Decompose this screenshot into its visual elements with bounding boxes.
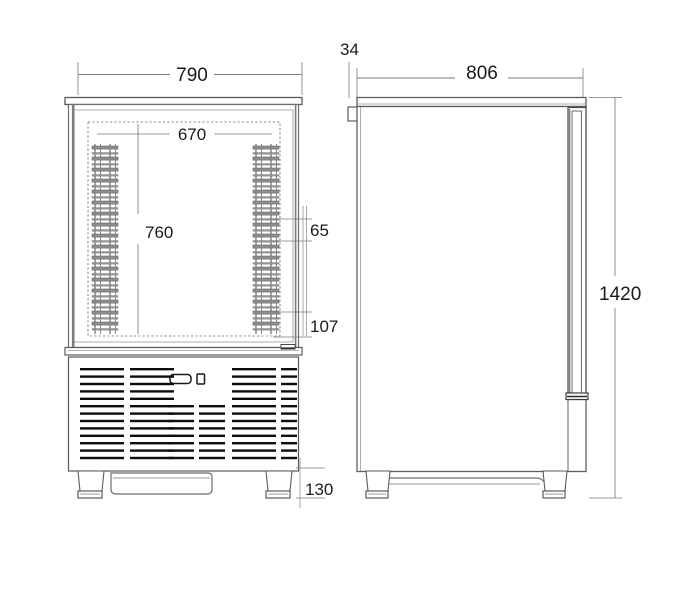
door-handle-front [280,344,296,350]
dimension-130: 130 [296,458,333,508]
dimension-670-label: 670 [178,125,206,144]
dimension-790-label: 790 [176,65,208,86]
adjustable-leg-right-front [265,470,293,499]
dimension-1420-label: 1420 [599,284,641,305]
louver-group-right-inner [232,368,276,460]
louver-group-left-inner [130,368,174,460]
adjustable-leg-right-side [542,470,568,499]
dimension-760: 760 [137,124,173,334]
dimension-34-label: 34 [340,40,359,59]
top-cap [356,96,587,108]
dimension-107: 107 [273,311,338,338]
louver-group-centre-b [199,405,225,460]
drip-tray [110,472,213,495]
shelf-rail-left [91,144,119,334]
louver-group-left-outer [80,368,124,460]
dimension-130-label: 130 [305,480,333,499]
louver-group-right-outer [281,368,297,460]
dimension-34: 34 [340,40,359,98]
dimension-65-label: 65 [310,221,329,240]
controller-display[interactable] [169,373,192,385]
interior-dashed-boundary [87,121,281,337]
side-elevation: 34 806 [340,40,641,499]
machine-compartment [67,356,300,472]
adjustable-leg-left-front [77,470,105,499]
base-plinth [386,471,550,491]
adjustable-leg-left-side [365,470,391,499]
dimension-670: 670 [97,125,272,144]
dimension-760-label: 760 [145,223,173,242]
dimension-790: 790 [77,62,303,95]
door-handle-side[interactable] [565,106,589,401]
louver-group-centre-a [168,405,194,460]
shelf-rail-right [252,144,280,334]
controller-button[interactable] [196,373,206,385]
dimension-1420: 1420 [589,97,641,499]
front-elevation: 790 670 [64,62,338,508]
dimension-806-label: 806 [466,63,498,84]
dimension-65: 65 [273,206,329,336]
dimension-806: 806 [356,63,584,98]
dimension-107-label: 107 [310,317,338,336]
cabinet-body-side [356,105,587,473]
